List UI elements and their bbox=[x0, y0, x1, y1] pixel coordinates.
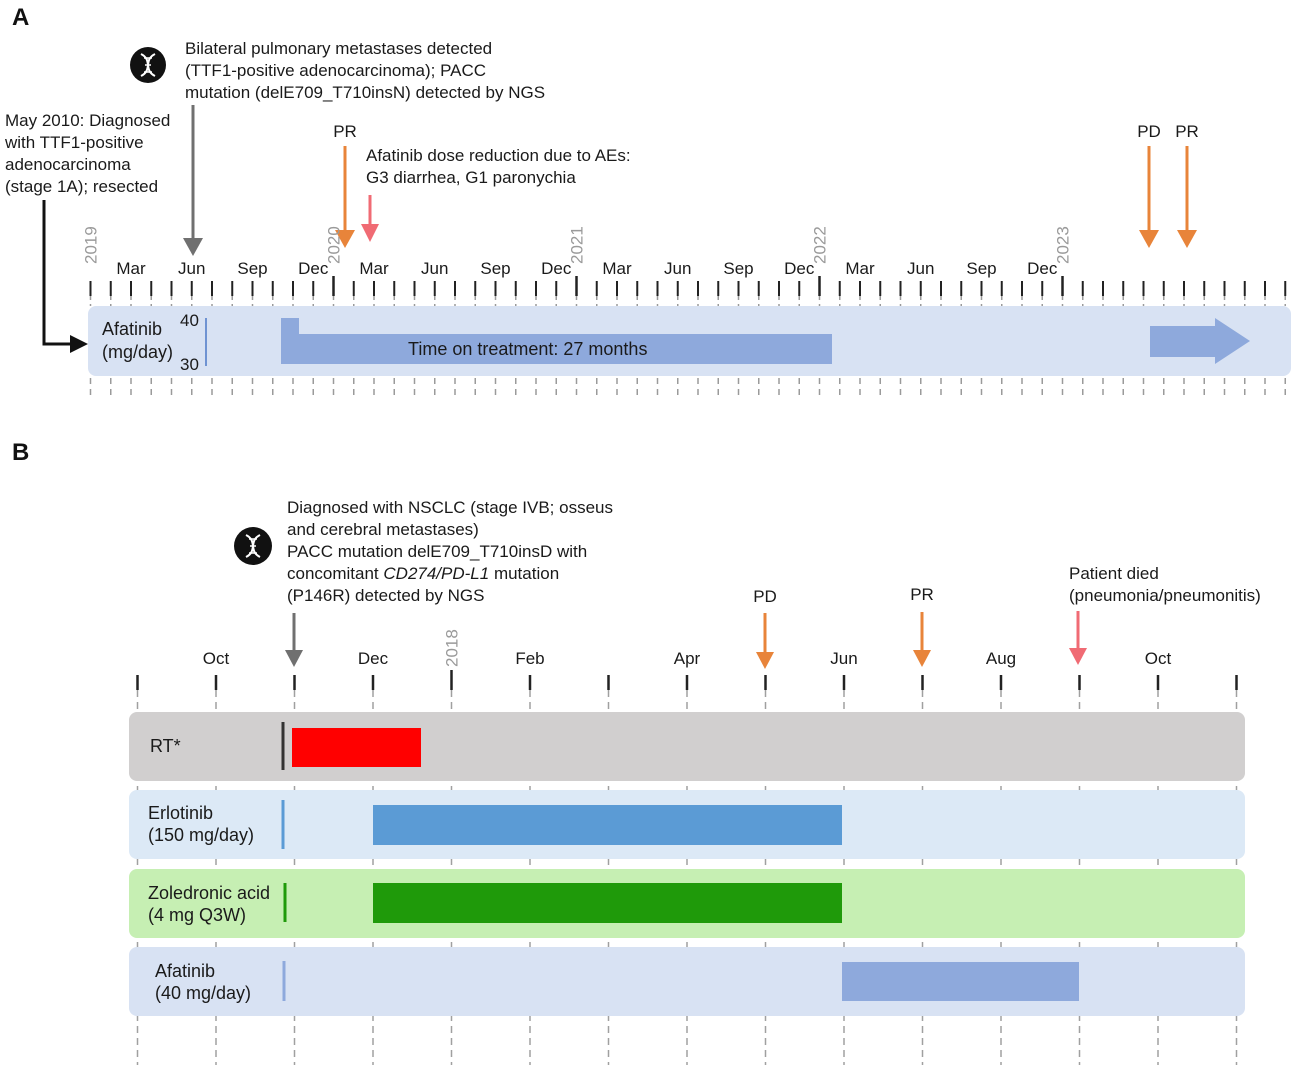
month-label: Dec bbox=[298, 259, 329, 278]
pr-arrow bbox=[1177, 146, 1197, 248]
dose-low-label: 30 bbox=[180, 355, 199, 374]
diagnosis-b-annotation: Diagnosed with NSCLC (stage IVB; osseus … bbox=[287, 498, 618, 561]
erlotinib-track-label: Erlotinib (150 mg/day) bbox=[148, 803, 254, 845]
zoledronic-bar bbox=[373, 883, 842, 923]
month-label: Jun bbox=[907, 259, 934, 278]
dna-icon bbox=[234, 527, 272, 565]
panel-b-letter: B bbox=[12, 439, 29, 466]
afatinib-track-label: Afatinib (mg/day) bbox=[102, 319, 173, 362]
year-label: 2020 bbox=[325, 226, 344, 264]
diagnosis-connector-arrow bbox=[42, 200, 88, 353]
month-label: Mar bbox=[845, 259, 875, 278]
month-label: Oct bbox=[1145, 649, 1172, 668]
panel-a-letter: A bbox=[12, 4, 29, 31]
year-label: 2022 bbox=[811, 226, 830, 264]
pd-arrow bbox=[1139, 146, 1159, 248]
afatinib-bar-label: Time on treatment: 27 months bbox=[408, 339, 647, 359]
month-label: Dec bbox=[1027, 259, 1058, 278]
pd-arrow bbox=[756, 613, 774, 669]
mutation-annotation-last: (P146R) detected by NGS bbox=[287, 586, 484, 605]
year-labels-b: 2018 bbox=[443, 629, 462, 667]
year-label: 2021 bbox=[568, 226, 587, 264]
month-label: Jun bbox=[178, 259, 205, 278]
erlotinib-bar bbox=[373, 805, 842, 845]
month-label: Sep bbox=[237, 259, 267, 278]
month-label: Oct bbox=[203, 649, 230, 668]
dose-high-label: 40 bbox=[180, 311, 199, 330]
month-label: Dec bbox=[541, 259, 572, 278]
ongoing-treatment-arrow bbox=[1150, 318, 1250, 364]
month-label: Mar bbox=[602, 259, 632, 278]
pr-arrow bbox=[335, 146, 355, 248]
dose-reduction-arrow bbox=[361, 195, 379, 242]
metastases-annotation: Bilateral pulmonary metastases detected … bbox=[185, 39, 545, 102]
year-label: 2018 bbox=[443, 629, 462, 667]
timeline-axis-a bbox=[89, 276, 1287, 296]
month-label: Dec bbox=[784, 259, 815, 278]
month-label: Mar bbox=[116, 259, 146, 278]
afatinib-b-track-label: Afatinib (40 mg/day) bbox=[155, 961, 251, 1003]
gridlines-a bbox=[89, 296, 1286, 400]
diagnosis-arrow bbox=[183, 105, 203, 256]
month-label: Aug bbox=[986, 649, 1016, 668]
afatinib-b-bar bbox=[842, 962, 1079, 1001]
year-label: 2023 bbox=[1054, 226, 1073, 264]
month-labels-a: Mar Jun Sep Dec Mar Jun Sep Dec Mar Jun Sep Dec Mar J… bbox=[116, 259, 1058, 278]
event-label-pd: PD bbox=[753, 587, 777, 606]
month-labels-b: Oct Dec Feb Apr Jun Aug Oct bbox=[203, 649, 1172, 668]
month-label: Jun bbox=[830, 649, 857, 668]
month-label: Jun bbox=[421, 259, 448, 278]
month-label: Feb bbox=[515, 649, 544, 668]
mutation-annotation: concomitant CD274/PD-L1 mutation bbox=[287, 564, 559, 583]
rt-track-label: RT* bbox=[150, 736, 181, 756]
year-labels-a: 2019 2020 2021 2022 2023 bbox=[82, 226, 1073, 264]
pr-arrow bbox=[913, 612, 931, 667]
rt-bar bbox=[292, 728, 421, 767]
year-label: 2019 bbox=[82, 226, 101, 264]
event-label-pr: PR bbox=[910, 585, 934, 604]
event-label-pd: PD bbox=[1137, 122, 1161, 141]
event-label-pr: PR bbox=[333, 122, 357, 141]
month-label: Dec bbox=[358, 649, 389, 668]
month-label: Mar bbox=[359, 259, 389, 278]
death-arrow bbox=[1069, 611, 1087, 665]
diagnosis-arrow bbox=[285, 613, 303, 667]
month-label: Jun bbox=[664, 259, 691, 278]
death-annotation: Patient died (pneumonia/pneumonitis) bbox=[1069, 564, 1261, 605]
diagnosis-annotation: May 2010: Diagnosed with TTF1-positive a… bbox=[4, 111, 175, 196]
month-label: Apr bbox=[674, 649, 701, 668]
timeline-axis-b bbox=[136, 670, 1238, 690]
zoledronic-track-label: Zoledronic acid (4 mg Q3W) bbox=[148, 883, 275, 925]
month-label: Sep bbox=[723, 259, 753, 278]
event-label-pr: PR bbox=[1175, 122, 1199, 141]
month-label: Sep bbox=[966, 259, 996, 278]
month-label: Sep bbox=[480, 259, 510, 278]
dna-icon bbox=[130, 47, 166, 83]
dose-reduction-annotation: Afatinib dose reduction due to AEs: G3 d… bbox=[366, 146, 635, 187]
afatinib-bar bbox=[281, 318, 832, 364]
